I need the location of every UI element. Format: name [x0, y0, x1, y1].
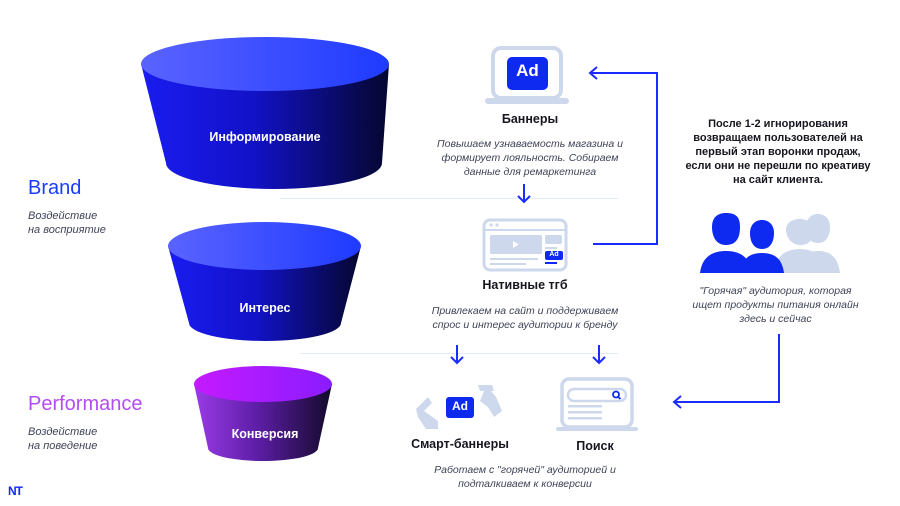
- native-title: Нативные тгб: [482, 278, 568, 292]
- divider-1: [280, 198, 618, 199]
- browser-native-ad-icon: [482, 218, 568, 272]
- funnel-label-conversion: Конверсия: [231, 427, 299, 441]
- audience-desc-line-1: "Горячая" аудитория, которая: [699, 285, 852, 297]
- arrow-down-to-smart-banners: [450, 345, 464, 365]
- banners-description: Повышаем узнаваемость магазина и формиру…: [405, 137, 655, 179]
- retargeting-note-line-4: если они не перешли по креативу: [685, 160, 871, 172]
- smart-ad-badge: Ad: [452, 399, 468, 413]
- stage-performance-subtitle-1: Воздействие: [28, 426, 98, 438]
- funnel-label-interest: Интерес: [239, 301, 291, 315]
- funnel-tier-informing-top: [141, 37, 389, 91]
- native-description: Привлекаем на сайт и поддерживаем спрос …: [400, 304, 650, 332]
- funnel-tier-interest-top: [168, 222, 361, 270]
- stage-performance-label: Performance: [28, 393, 143, 415]
- banners-desc-line-2: формирует лояльность. Собираем: [441, 152, 619, 164]
- stage-brand-subtitle-2: на восприятие: [28, 224, 106, 236]
- retargeting-note-line-3: первый этап воронки продаж,: [695, 146, 861, 158]
- conversion-desc-line-1: Работаем с "горячей" аудиторией и: [434, 464, 616, 476]
- arrow-down-banners-to-native: [517, 184, 531, 204]
- divider-2: [300, 353, 618, 354]
- laptop-ad-icon: [485, 46, 569, 104]
- stage-brand-label: Brand: [28, 177, 82, 199]
- search-title: Поиск: [576, 439, 614, 453]
- users-group-icon: [700, 213, 840, 273]
- native-ad-badge: Ad: [549, 251, 559, 258]
- stage-brand-subtitle-1: Воздействие: [28, 210, 98, 222]
- search-laptop-icon: [556, 377, 638, 431]
- retargeting-note-line-1: После 1-2 игнорирования: [708, 118, 848, 130]
- stage-performance-subtitle-2: на поведение: [28, 440, 98, 452]
- banners-title: Баннеры: [501, 112, 559, 126]
- banners-ad-badge: Ad: [516, 61, 539, 80]
- arrow-audience-to-search: [672, 334, 780, 409]
- funnel-tier-informing-side: [141, 64, 389, 189]
- funnel-label-informing: Информирование: [209, 130, 321, 144]
- funnel-tier-informing: [141, 37, 389, 189]
- banners-desc-line-1: Повышаем узнаваемость магазина и: [437, 138, 623, 150]
- audience-desc-line-3: здесь и сейчас: [739, 313, 812, 325]
- arrow-down-to-search: [592, 345, 606, 365]
- funnel-tier-conversion-side: [194, 384, 332, 461]
- nt-logo: NT: [8, 484, 23, 498]
- funnel-tier-conversion: [194, 366, 332, 461]
- retarget-loop-arrow: [588, 66, 658, 245]
- conversion-description: Работаем с "горячей" аудиторией и подтал…: [385, 463, 665, 491]
- retargeting-note: После 1-2 игнорирования возвращаем польз…: [678, 117, 878, 187]
- recycle-ad-icon: [416, 385, 502, 429]
- stage-brand: Brand Воздействие на восприятие: [28, 177, 106, 237]
- native-desc-line-2: спрос и интерес аудитории к бренду: [432, 319, 618, 331]
- retargeting-note-line-2: возвращаем пользователей на: [693, 132, 863, 144]
- funnel-tier-interest: [168, 222, 361, 341]
- audience-desc-line-2: ищет продукты питания онлайн: [692, 299, 859, 311]
- stage-performance: Performance Воздействие на поведение: [28, 393, 143, 453]
- smart-banners-title: Смарт-баннеры: [411, 437, 509, 451]
- funnel-tier-conversion-top: [194, 366, 332, 402]
- native-desc-line-1: Привлекаем на сайт и поддерживаем: [431, 305, 619, 317]
- audience-description: "Горячая" аудитория, которая ищет продук…: [668, 284, 883, 326]
- banners-desc-line-3: данные для ремаркетинга: [463, 166, 597, 178]
- retargeting-note-line-5: на сайт клиента.: [732, 174, 824, 186]
- funnel-tier-interest-side: [168, 246, 361, 341]
- conversion-desc-line-2: подталкиваем к конверсии: [458, 478, 592, 490]
